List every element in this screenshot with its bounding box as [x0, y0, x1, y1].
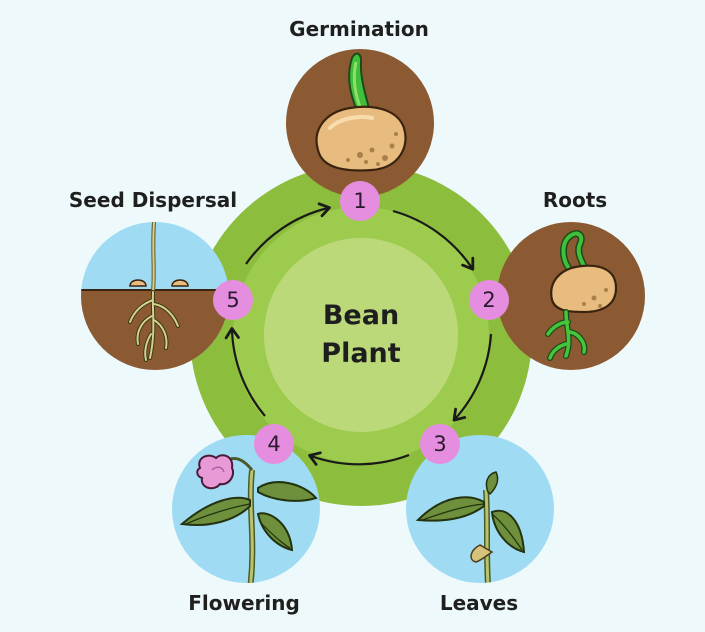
- stage-number-5: 5: [226, 288, 239, 312]
- center-disc: [264, 238, 458, 432]
- center-title-line2: Plant: [321, 338, 400, 369]
- stage-badge-1: 1: [340, 181, 380, 221]
- seedling-leaves-icon: [406, 435, 554, 583]
- stage-number-4: 4: [267, 432, 280, 456]
- arrow-5-to-1: [245, 202, 331, 265]
- stage-badge-5: 5: [213, 280, 253, 320]
- flowering-plant-icon: [172, 435, 320, 583]
- stage-label-flowering: Flowering: [188, 591, 300, 615]
- germinating-bean-icon: [286, 49, 434, 197]
- arrow-2-to-3: [452, 333, 493, 422]
- stage-label-roots: Roots: [542, 188, 608, 212]
- stage-badge-4: 4: [254, 424, 294, 464]
- stage-number-3: 3: [433, 432, 446, 456]
- center-title-line1: Bean: [323, 300, 399, 331]
- bean-with-roots-icon: [497, 222, 645, 370]
- stage-label-germination: Germination: [289, 17, 429, 41]
- stage-badge-3: 3: [420, 424, 460, 464]
- stage-number-2: 2: [482, 288, 495, 312]
- stage-number-1: 1: [353, 189, 366, 213]
- stage-label-leaves: Leaves: [439, 591, 519, 615]
- arrow-4-to-5: [224, 327, 266, 417]
- stage-label-seed-dispersal: Seed Dispersal: [68, 188, 238, 212]
- stage-badge-2: 2: [469, 280, 509, 320]
- arrow-3-to-4: [308, 451, 410, 466]
- arrow-1-to-2: [392, 209, 475, 271]
